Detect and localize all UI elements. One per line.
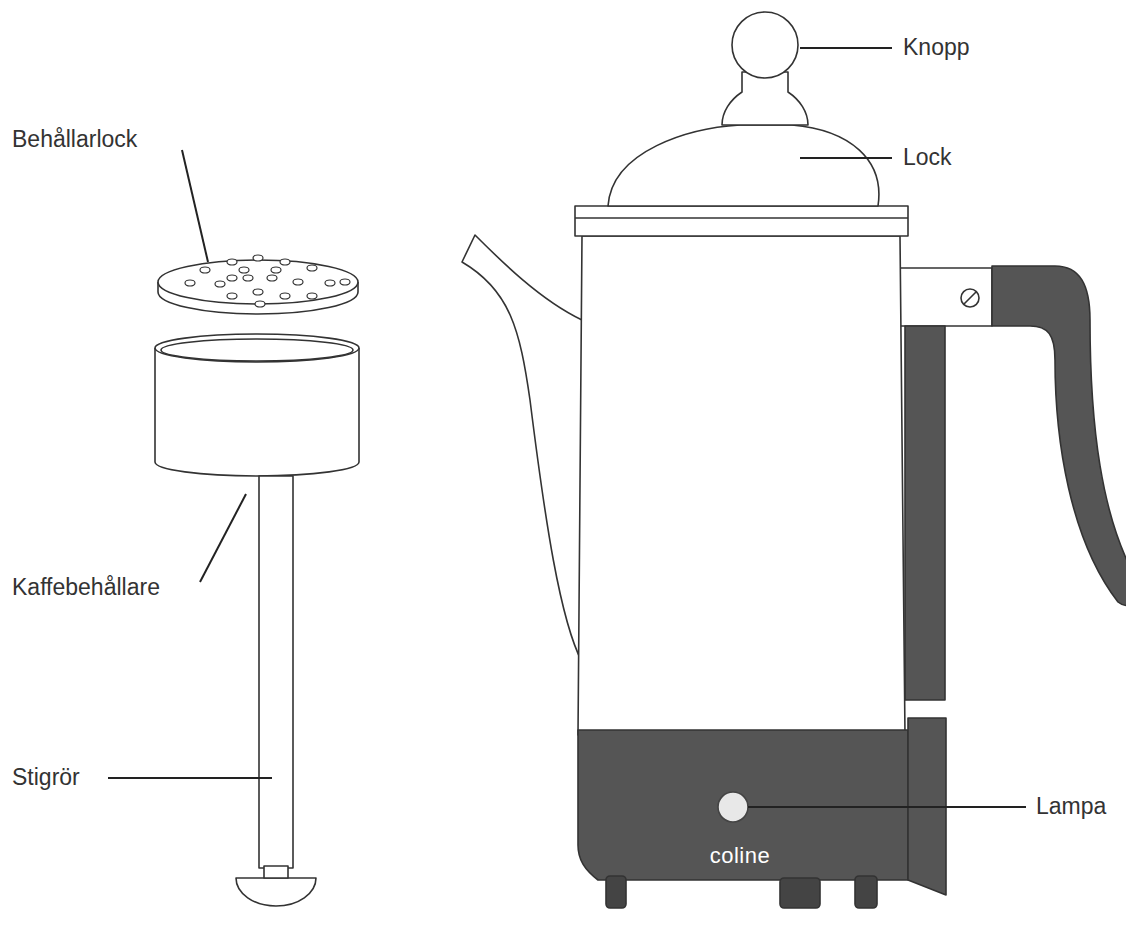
brand-logo: coline	[710, 844, 770, 868]
knob	[732, 12, 798, 78]
lid-hole	[227, 275, 237, 281]
part-label: Lampa	[1036, 794, 1106, 819]
basket-inner-rim	[161, 339, 353, 361]
lid-hole	[293, 279, 303, 285]
lid-hole	[255, 301, 265, 307]
coffee-basket	[155, 348, 359, 476]
lid-hole	[307, 265, 317, 271]
spout	[462, 235, 582, 662]
basket-rim	[155, 334, 359, 362]
lid-hole	[185, 280, 195, 286]
lid-hole	[280, 293, 290, 299]
lid-hole	[271, 267, 281, 273]
stem-neck	[264, 866, 288, 878]
lid-hole	[227, 293, 237, 299]
lamp	[718, 792, 748, 822]
stem-tube	[259, 476, 293, 868]
handle-grip	[905, 326, 945, 700]
lid-hole	[267, 275, 277, 281]
lid-hole	[215, 281, 225, 287]
foot	[606, 876, 626, 908]
lid-hole	[239, 267, 249, 273]
lid	[608, 125, 879, 206]
lid-hole	[280, 259, 290, 265]
lid-hole	[325, 280, 335, 286]
screw	[961, 289, 979, 307]
pot-base	[578, 730, 908, 880]
pot-body	[578, 236, 905, 735]
part-label: Stigrör	[12, 765, 80, 790]
pot-rim	[575, 206, 908, 236]
part-label: Behållarlock	[12, 127, 137, 152]
part-label: Knopp	[903, 35, 970, 60]
lid-hole	[227, 259, 237, 265]
lid-hole	[340, 279, 350, 285]
lid-hole	[253, 255, 263, 261]
basket-lid	[158, 260, 358, 304]
knob-neck	[722, 72, 808, 125]
lid-hole	[200, 267, 210, 273]
foot	[855, 876, 877, 908]
handle	[992, 266, 1126, 606]
part-label: Lock	[903, 145, 952, 170]
leader-lines	[108, 48, 1026, 807]
lid-hole	[307, 293, 317, 299]
lid-hole	[253, 289, 263, 295]
part-label: Kaffebehållare	[12, 575, 160, 600]
lid-hole	[243, 275, 253, 281]
handle-bracket	[900, 268, 992, 326]
foot	[780, 878, 820, 908]
stem-foot	[236, 878, 316, 906]
